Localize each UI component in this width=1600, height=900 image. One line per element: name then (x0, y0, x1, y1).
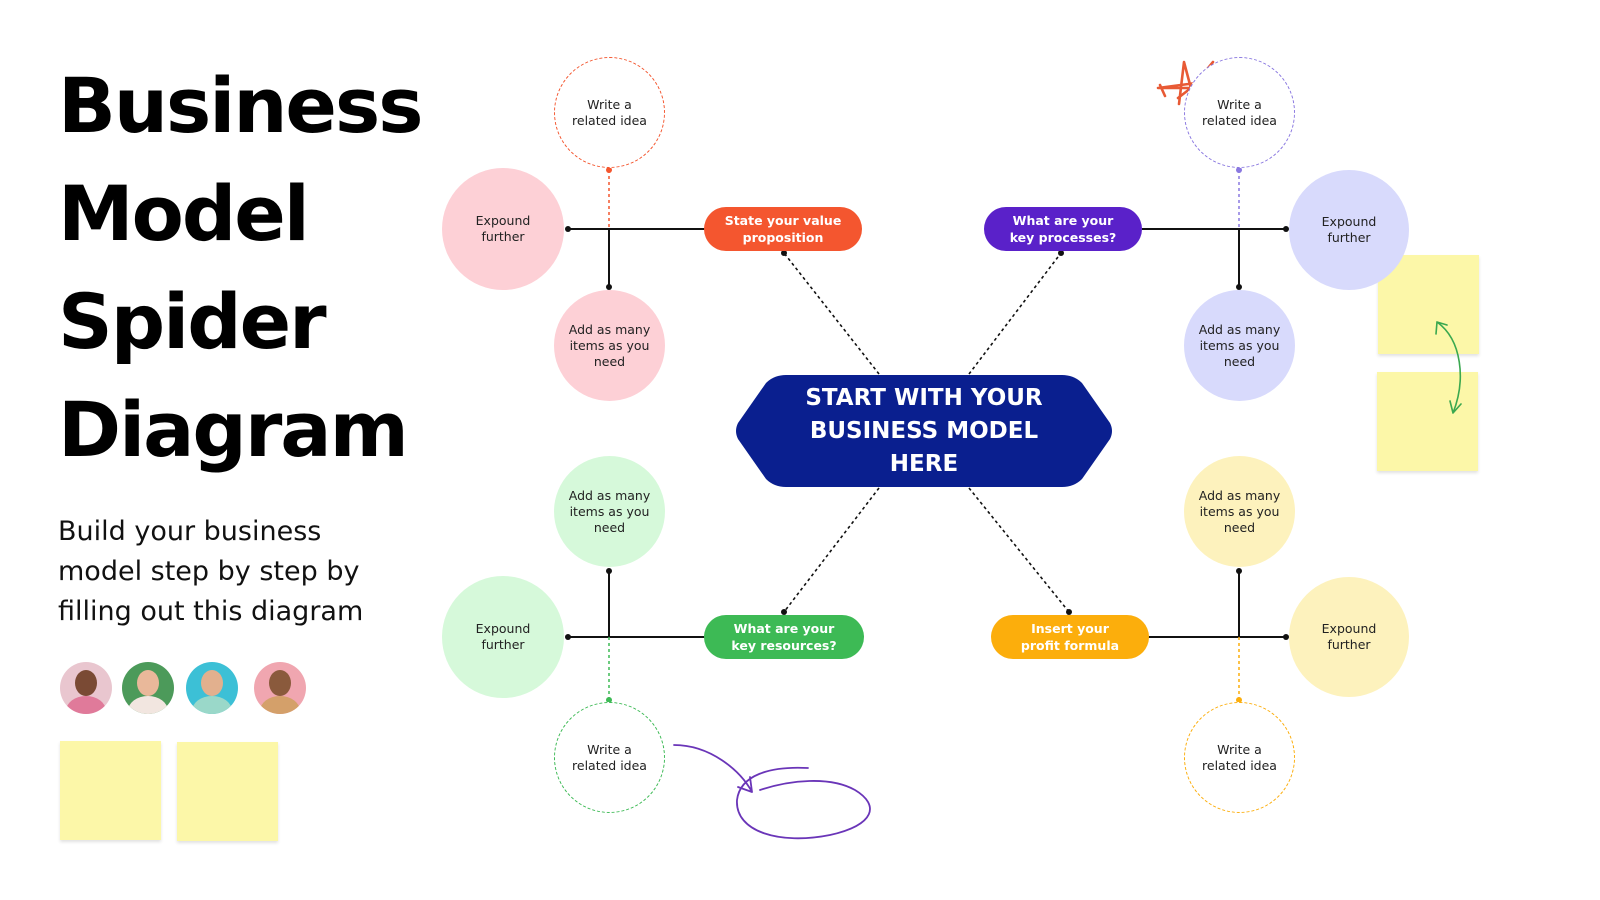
avatar[interactable] (186, 662, 238, 714)
sticky-note[interactable] (177, 742, 278, 841)
hexagon-shape (736, 375, 1112, 487)
expound-node[interactable]: Expound further (1289, 577, 1409, 697)
sticky-note[interactable] (60, 741, 161, 840)
related-idea-node[interactable]: Write a related idea (1184, 57, 1295, 168)
related-idea-node[interactable]: Write a related idea (554, 57, 665, 168)
avatar[interactable] (60, 662, 112, 714)
add-items-node[interactable]: Add as many items as you need (554, 456, 665, 567)
related-idea-node[interactable]: Write a related idea (554, 702, 665, 813)
title-line-3: Spider (58, 277, 327, 366)
key-resources-pill[interactable]: What are your key resources? (704, 615, 864, 659)
avatar[interactable] (254, 662, 306, 714)
page-subtitle: Build your business model step by step b… (58, 516, 364, 627)
central-label: START WITH YOUR BUSINESS MODEL HERE (805, 384, 1043, 477)
spoke-line (968, 487, 1070, 613)
related-idea-node[interactable]: Write a related idea (1184, 702, 1295, 813)
spoke-line (968, 252, 1062, 375)
profit-formula-pill[interactable]: Insert your profit formula (991, 615, 1149, 659)
add-items-node[interactable]: Add as many items as you need (1184, 456, 1295, 567)
spoke-line (783, 487, 880, 613)
value-proposition-pill[interactable]: State your value proposition (704, 207, 862, 251)
sticky-note[interactable] (1378, 255, 1479, 354)
central-business-model-node[interactable]: START WITH YOUR BUSINESS MODEL HERE (734, 375, 1114, 487)
title-line-1: Business (58, 61, 423, 150)
add-items-node[interactable]: Add as many items as you need (554, 290, 665, 401)
page-title: Business Model Spider Diagram (58, 52, 458, 484)
title-line-4: Diagram (58, 385, 409, 474)
spoke-line (783, 252, 880, 375)
swap-arrow (1435, 321, 1462, 414)
scribble-arrow (673, 744, 871, 840)
sticky-note[interactable] (1377, 372, 1478, 471)
expound-node[interactable]: Expound further (442, 168, 564, 290)
expound-node[interactable]: Expound further (1289, 170, 1409, 290)
key-processes-pill[interactable]: What are your key processes? (984, 207, 1142, 251)
title-line-2: Model (58, 169, 310, 258)
avatar[interactable] (122, 662, 174, 714)
expound-node[interactable]: Expound further (442, 576, 564, 698)
add-items-node[interactable]: Add as many items as you need (1184, 290, 1295, 401)
